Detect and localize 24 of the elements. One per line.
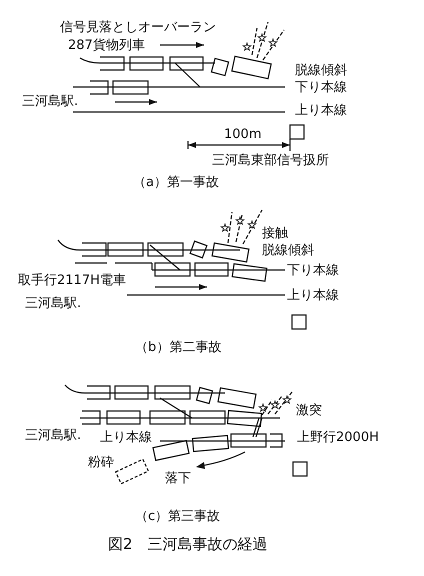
station-label: 三河島駅. [25, 428, 82, 443]
train-label: 上野行2000H [297, 430, 379, 445]
station-label: 三河島駅. [25, 296, 82, 311]
train-label: 取手行2117H電車 [18, 273, 126, 288]
status-label: 接触 [262, 226, 288, 241]
panel-title: （b）第二事故 [135, 340, 222, 355]
track-label: 上り本線 [287, 288, 339, 303]
track-label: 上り本線 [295, 103, 347, 118]
place-label: 三河島東部信号扱所 [212, 153, 329, 168]
panel-title: （c）第三事故 [135, 509, 220, 524]
status-label: 脱線傾斜 [262, 243, 314, 258]
figure-caption: 図2 三河島事故の経過 [108, 537, 268, 552]
train-label: 287貨物列車 [68, 38, 145, 53]
track-label: 上り本線 [100, 430, 152, 445]
status-label: 落下 [165, 471, 191, 486]
status-label: 激突 [296, 403, 322, 418]
status-label: 脱線傾斜 [295, 63, 347, 78]
track-label: 下り本線 [295, 80, 347, 95]
status-label: 粉砕 [88, 455, 114, 470]
track-label: 下り本線 [287, 263, 339, 278]
panel-title: （a）第一事故 [133, 175, 219, 190]
note-label: 信号見落としオーバーラン [60, 20, 216, 35]
station-label: 三河島駅. [22, 94, 78, 109]
dimension-label: 100m [224, 127, 262, 142]
